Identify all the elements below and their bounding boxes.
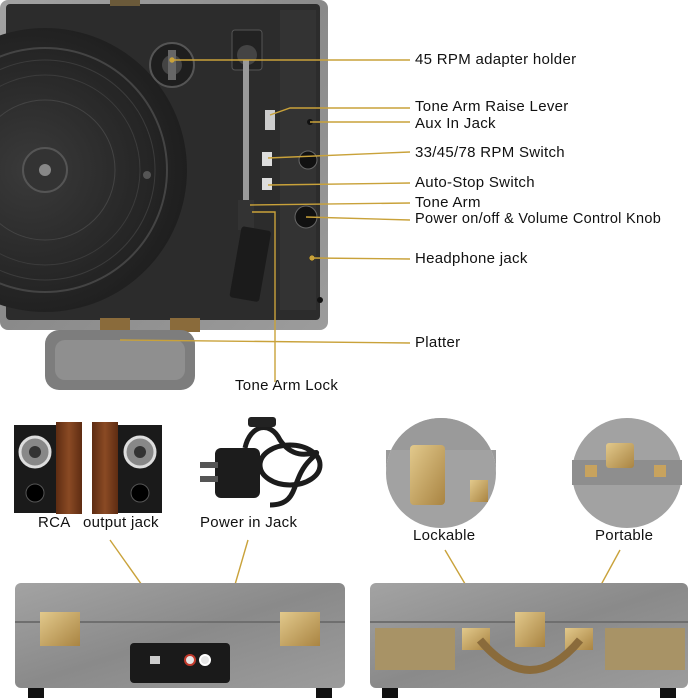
label-headphone: Headphone jack	[415, 250, 528, 267]
label-raise-lever: Tone Arm Raise Lever	[415, 98, 569, 115]
label-adapter-holder: 45 RPM adapter holder	[415, 51, 577, 68]
label-output-jack: output jack	[83, 514, 159, 531]
portable-closeup	[572, 418, 682, 528]
label-tone-arm: Tone Arm	[415, 194, 481, 211]
turntable-front-right	[370, 583, 688, 698]
speakers	[14, 422, 162, 514]
hinge	[110, 0, 140, 6]
label-power-jack: Power in Jack	[200, 514, 298, 531]
label-power-volume: Power on/off & Volume Control Knob	[415, 211, 662, 227]
label-arm-lock: Tone Arm Lock	[235, 377, 339, 394]
speed-knob[interactable]	[298, 150, 318, 170]
latch-right	[280, 612, 320, 646]
speed-switch[interactable]	[262, 152, 272, 166]
label-aux-jack: Aux In Jack	[415, 115, 496, 132]
label-platter: Platter	[415, 334, 461, 351]
label-rca: RCA	[38, 514, 71, 531]
panel-screw	[317, 297, 323, 303]
turntable-front-left	[15, 583, 345, 698]
label-portable: Portable	[595, 527, 654, 544]
callout-lines	[119, 57, 411, 382]
latch-left	[40, 612, 80, 646]
auto-stop-switch[interactable]	[262, 178, 272, 190]
grille-left	[375, 628, 455, 670]
platter	[0, 28, 187, 312]
front-handle	[476, 637, 584, 674]
label-speed-switch: 33/45/78 RPM Switch	[415, 144, 565, 161]
grille-right	[605, 628, 685, 670]
power-adapter	[200, 417, 323, 508]
speaker-right-side	[92, 422, 118, 514]
center-latch	[515, 612, 545, 647]
rear-jack-panel	[130, 643, 230, 683]
lockable-closeup	[386, 418, 496, 528]
adapter-holder	[149, 42, 195, 88]
carry-handle-top	[45, 318, 200, 390]
turntable-top-view	[0, 0, 328, 390]
raise-lever[interactable]	[265, 110, 275, 130]
speaker-left-side	[56, 422, 82, 514]
platter-peg	[143, 171, 151, 179]
label-auto-stop: Auto-Stop Switch	[415, 174, 535, 191]
label-lockable: Lockable	[413, 527, 476, 544]
